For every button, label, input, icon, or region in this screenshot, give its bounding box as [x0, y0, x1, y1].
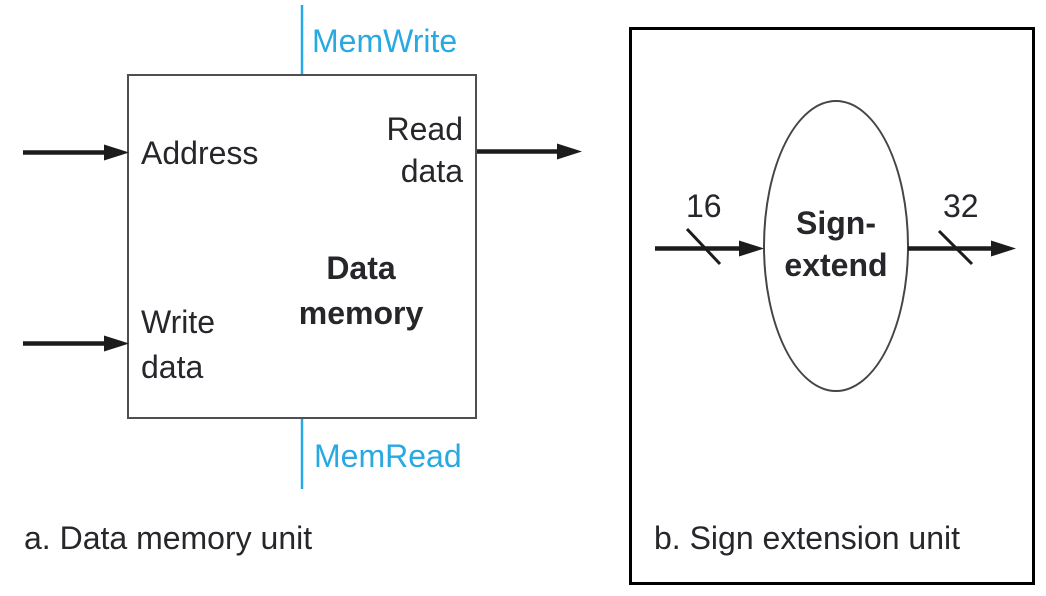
address-input-arrowhead-icon — [104, 144, 129, 161]
read-data-output-arrowhead-icon — [557, 143, 582, 160]
write-data-port-label: Write data — [141, 304, 216, 385]
caption-data-memory-unit: a. Data memory unit — [24, 520, 313, 556]
read-data-port-label: Read data — [386, 111, 464, 189]
input-bus-width-label: 16 — [686, 188, 722, 224]
caption-sign-extension-unit: b. Sign extension unit — [654, 520, 960, 556]
sign-extend-title: Sign- extend — [784, 205, 888, 283]
data-memory-title: Data memory — [298, 250, 424, 331]
memread-control-label: MemRead — [314, 438, 462, 474]
sign-extend-ellipse — [763, 100, 909, 392]
memwrite-control-label: MemWrite — [312, 23, 458, 59]
output-bus-width-label: 32 — [943, 188, 979, 224]
data-memory-block — [127, 74, 477, 419]
write-data-input-arrowhead-icon — [104, 335, 129, 352]
address-port-label: Address — [141, 135, 259, 171]
